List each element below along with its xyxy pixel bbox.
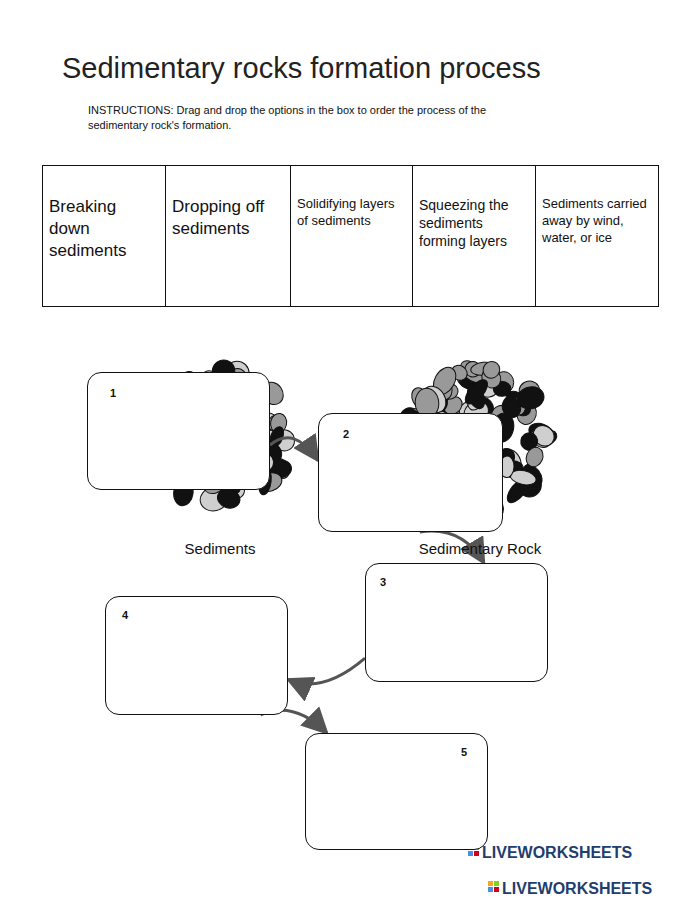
- title: Sedimentary rocks formation process: [62, 52, 541, 85]
- watermark: LIVEWORKSHEETS: [482, 842, 682, 864]
- pebble: [461, 376, 491, 408]
- option-text: Sediments carried away by wind, water, o…: [536, 196, 658, 247]
- option-text: Squeezing the sediments forming layers: [413, 196, 535, 251]
- option-cell: Sediments carried away by wind, water, o…: [535, 165, 659, 307]
- curved-arrow: [270, 438, 318, 461]
- option-cell: Dropping off sediments: [165, 165, 291, 307]
- callout-number: 4: [122, 609, 128, 621]
- answer-box: 4: [105, 596, 288, 715]
- answer-box: 2: [318, 413, 503, 532]
- callout-number: 1: [110, 387, 116, 399]
- pebble: [523, 445, 546, 470]
- curved-arrow: [288, 658, 365, 684]
- illustration-label: Sedimentary Rock: [395, 539, 565, 559]
- illustration-label: Sediments: [150, 539, 290, 559]
- pebble: [480, 358, 504, 382]
- instructions: INSTRUCTIONS: Drag and drop the options …: [88, 103, 548, 133]
- answer-box: 5: [305, 733, 488, 850]
- answer-box: 1: [87, 372, 270, 490]
- option-cell: Breaking down sediments: [42, 165, 166, 307]
- option-cell: Squeezing the sediments forming layers: [412, 165, 536, 307]
- callout-number: 3: [380, 576, 386, 588]
- callout-number: 2: [343, 428, 349, 440]
- option-text: Dropping off sediments: [166, 196, 290, 240]
- answer-box: 3: [365, 563, 548, 682]
- option-text: Solidifying layers of sediments: [291, 196, 412, 230]
- pebble: [515, 384, 546, 411]
- watermark: LIVEWORKSHEETS: [502, 878, 697, 900]
- option-text: Breaking down sediments: [43, 196, 165, 262]
- option-cell: Solidifying layers of sediments: [290, 165, 413, 307]
- callout-number: 5: [461, 746, 467, 758]
